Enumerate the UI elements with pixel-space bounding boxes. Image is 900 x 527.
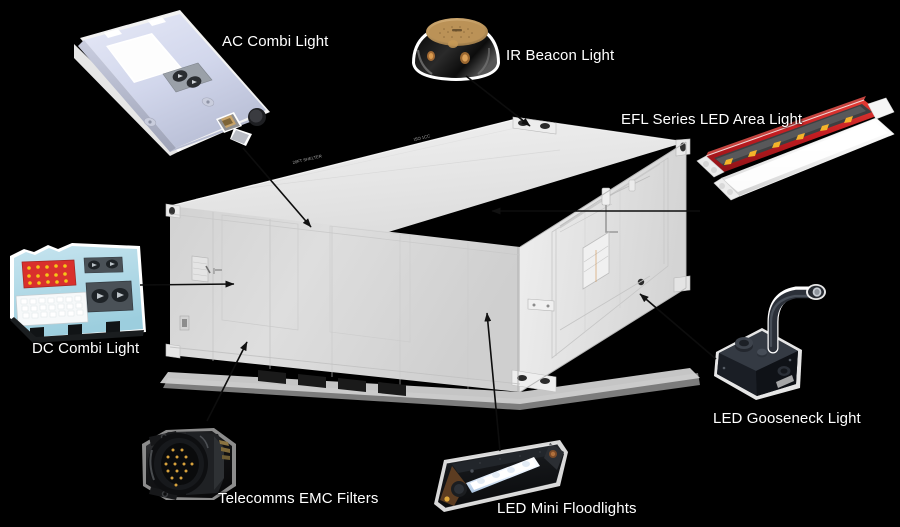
container-fitting <box>179 315 190 331</box>
arrow-telecomms-emc-filters <box>206 341 248 422</box>
dc-combi-light-product <box>10 243 146 343</box>
telecomms-emc-filters-product <box>142 428 236 500</box>
container-vent <box>191 255 209 283</box>
amber-led-array <box>27 264 68 285</box>
ac-combi-light-product <box>74 10 270 156</box>
connector-ring <box>219 440 230 460</box>
arrow-ac-combi-light <box>242 147 312 228</box>
forklift-pockets <box>258 370 406 396</box>
arrow-led-mini-floodlights <box>484 312 501 452</box>
led-mini-floodlights-product <box>434 440 568 512</box>
callout-label-led-mini-floodlights: LED Mini Floodlights <box>497 500 637 517</box>
container-marking: 20FT SHELTER <box>292 153 322 165</box>
arrow-led-gooseneck-light <box>639 293 717 360</box>
led-gooseneck-light-product <box>714 284 826 400</box>
callout-label-ir-beacon-light: IR Beacon Light <box>506 47 615 64</box>
callout-label-dc-combi-light: DC Combi Light <box>32 340 140 357</box>
callout-label-telecomms-emc-filters: Telecomms EMC Filters <box>218 490 379 507</box>
corner-casting <box>673 275 691 293</box>
callout-arrows <box>139 75 717 452</box>
floodlight-leds <box>477 461 530 484</box>
callout-label-ac-combi-light: AC Combi Light <box>222 33 329 50</box>
efl-series-led-area-light-product <box>696 96 895 201</box>
corner-casting <box>511 369 557 393</box>
corner-casting <box>165 203 181 219</box>
door-handle <box>601 179 636 233</box>
end-louvre <box>582 231 610 290</box>
ir-beacon-light-product <box>412 18 500 81</box>
arrow-ir-beacon-light <box>465 75 531 127</box>
white-led-array <box>20 295 84 319</box>
corner-casting <box>165 343 181 359</box>
container-shelter: 20FT SHELTER ISO 1CC MAX GROSS <box>160 116 700 410</box>
callout-label-efl-series-led-area-light: EFL Series LED Area Light <box>621 111 803 128</box>
ac-combi-connector <box>216 112 252 146</box>
mounting-lug <box>527 298 555 312</box>
led-emitters <box>724 116 853 165</box>
arrow-dc-combi-light <box>139 280 235 288</box>
callout-label-led-gooseneck-light: LED Gooseneck Light <box>713 410 861 427</box>
container-marking: ISO 1CC <box>413 133 430 142</box>
connector-pins <box>164 448 194 487</box>
corner-casting <box>675 138 691 157</box>
